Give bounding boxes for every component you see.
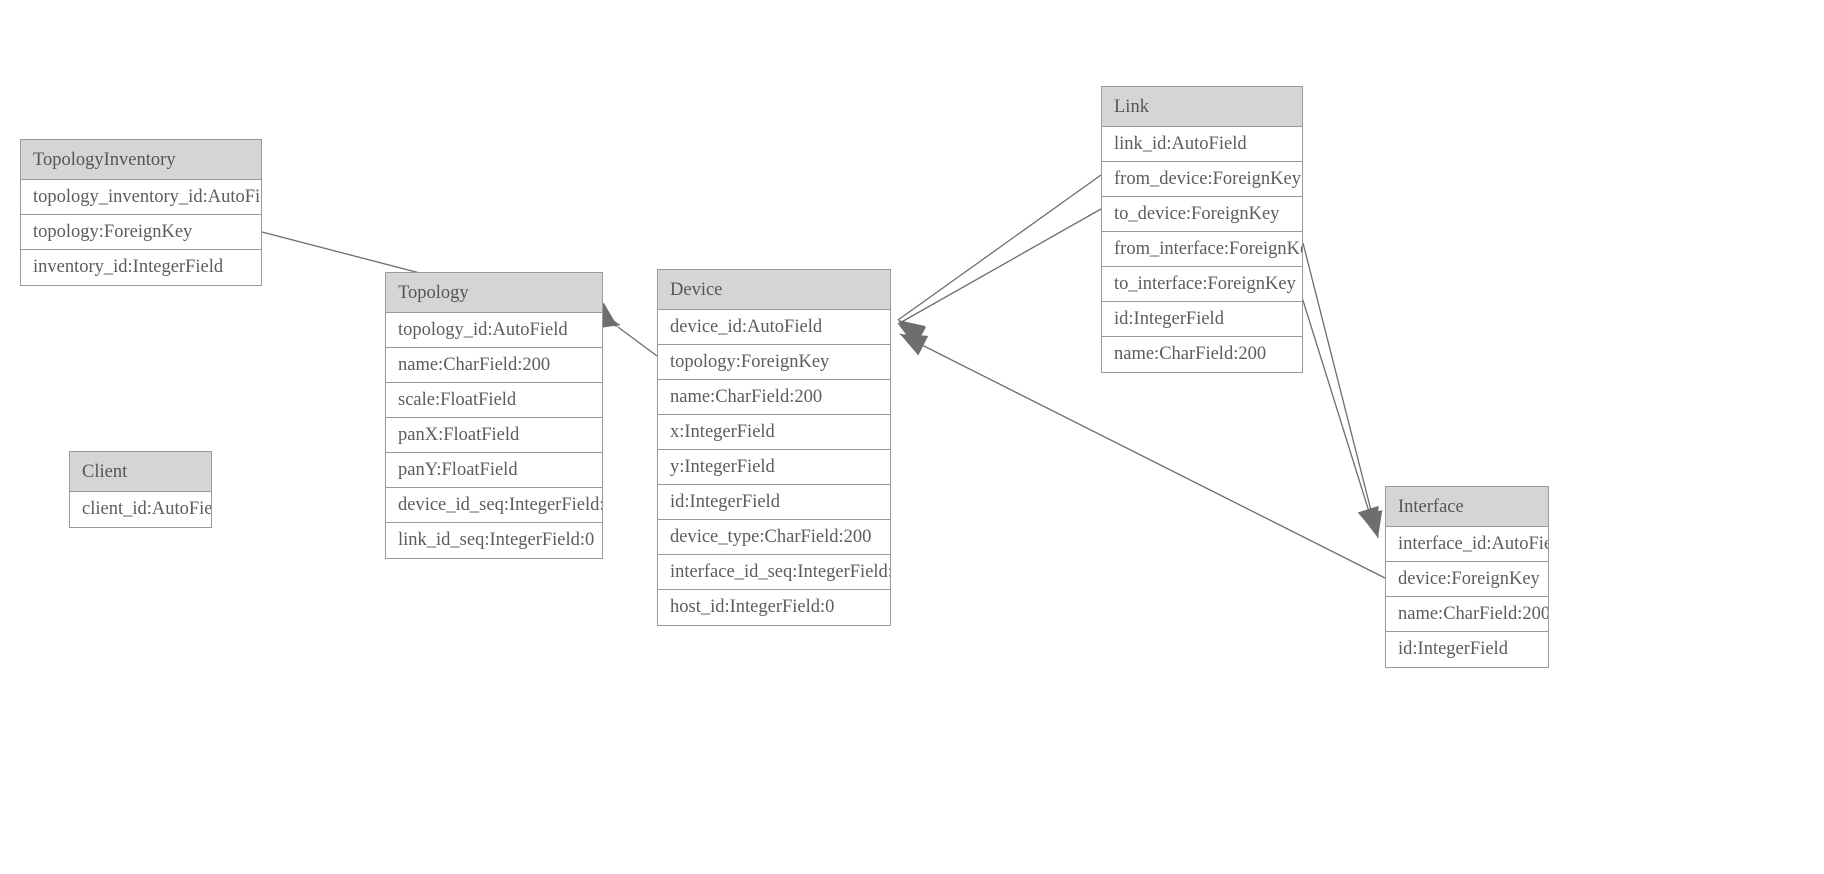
- entity-title-link: Link: [1102, 87, 1302, 127]
- entity-field: id:IntegerField: [1102, 302, 1302, 337]
- entity-field: from_interface:ForeignKey: [1102, 232, 1302, 267]
- entity-field: link_id:AutoField: [1102, 127, 1302, 162]
- entity-field: name:CharField:200: [386, 348, 602, 383]
- entity-field: client_id:AutoField: [70, 492, 211, 527]
- entity-field: topology_inventory_id:AutoField: [21, 180, 261, 215]
- entity-field: device_id_seq:IntegerField:0: [386, 488, 602, 523]
- relationship-link-to-device: [897, 208, 1102, 347]
- relationship-arrowhead: [1357, 505, 1379, 534]
- relationship-link-to-interface: [1295, 277, 1379, 535]
- entity-field: device_type:CharField:200: [658, 520, 890, 555]
- relationship-arrowhead: [898, 324, 927, 347]
- entity-title-topology_inventory: TopologyInventory: [21, 140, 261, 180]
- entity-field: id:IntegerField: [658, 485, 890, 520]
- entity-field: scale:FloatField: [386, 383, 602, 418]
- entity-field: interface_id:AutoField: [1386, 527, 1548, 562]
- entity-field: inventory_id:IntegerField: [21, 250, 261, 285]
- entity-field: device:ForeignKey: [1386, 562, 1548, 597]
- entity-field: id:IntegerField: [1386, 632, 1548, 667]
- entity-field: to_device:ForeignKey: [1102, 197, 1302, 232]
- entity-title-interface: Interface: [1386, 487, 1548, 527]
- entity-field: y:IntegerField: [658, 450, 890, 485]
- relationship-line: [617, 326, 658, 357]
- entity-field: from_device:ForeignKey: [1102, 162, 1302, 197]
- relationship-line: [897, 174, 1102, 321]
- entity-field: name:CharField:200: [1386, 597, 1548, 632]
- entity-field: name:CharField:200: [1102, 337, 1302, 372]
- entity-field: topology:ForeignKey: [658, 345, 890, 380]
- entity-field: topology_id:AutoField: [386, 313, 602, 348]
- relationship-line: [1295, 277, 1377, 535]
- entity-field: panX:FloatField: [386, 418, 602, 453]
- entity-title-topology: Topology: [386, 273, 602, 313]
- entity-field: interface_id_seq:IntegerField:0: [658, 555, 890, 590]
- entity-interface[interactable]: Interfaceinterface_id:AutoFielddevice:Fo…: [1385, 486, 1549, 668]
- entity-field: to_interface:ForeignKey: [1102, 267, 1302, 302]
- entity-field: panY:FloatField: [386, 453, 602, 488]
- relationship-arrowhead: [898, 320, 926, 345]
- entity-field: host_id:IntegerField:0: [658, 590, 890, 625]
- relationship-line: [1302, 242, 1379, 539]
- entity-title-client: Client: [70, 452, 211, 492]
- entity-field: device_id:AutoField: [658, 310, 890, 345]
- entity-field: link_id_seq:IntegerField:0: [386, 523, 602, 558]
- relationship-link-from-interface: [1302, 242, 1383, 539]
- entity-field: topology:ForeignKey: [21, 215, 261, 250]
- entity-title-device: Device: [658, 270, 890, 310]
- relationship-arrowhead: [900, 334, 929, 356]
- entity-field: x:IntegerField: [658, 415, 890, 450]
- relationship-line: [897, 208, 1102, 325]
- relationship-link-from-device: [897, 174, 1102, 345]
- entity-field: name:CharField:200: [658, 380, 890, 415]
